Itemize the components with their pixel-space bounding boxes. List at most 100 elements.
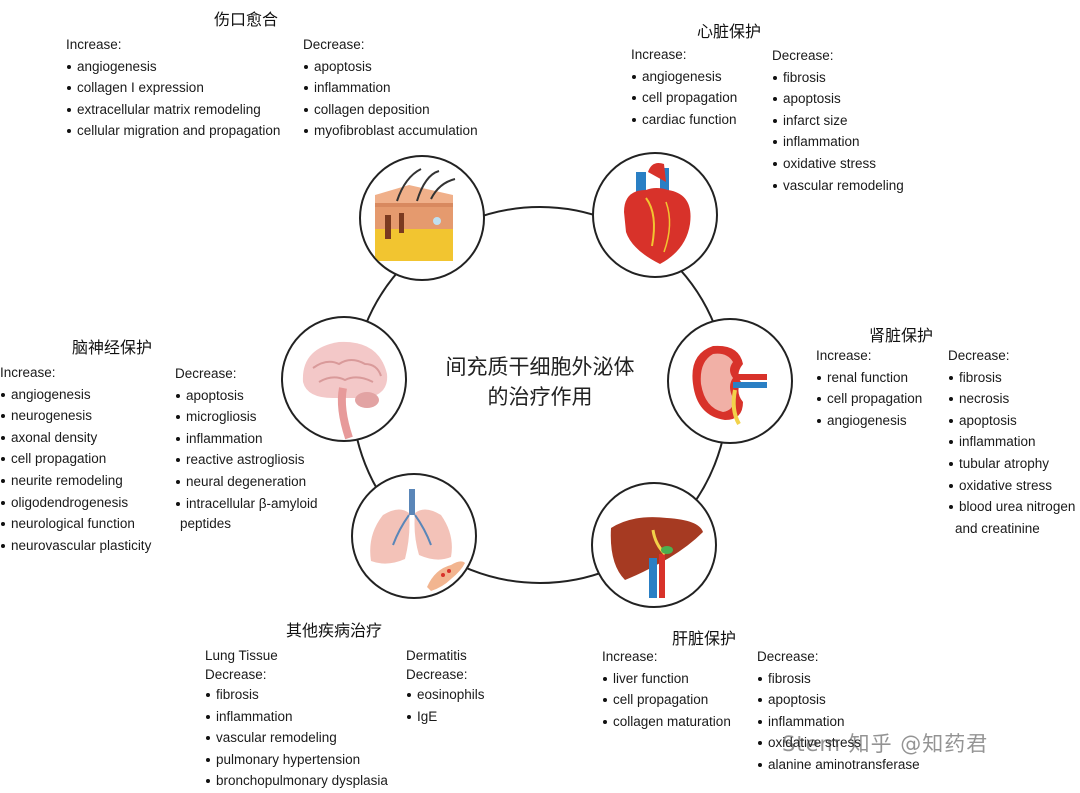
lung-decrease-label: Decrease: bbox=[205, 667, 267, 682]
heart-decrease-label: Decrease: bbox=[772, 48, 834, 63]
other-title: 其他疾病治疗 bbox=[286, 621, 383, 640]
kidney-increase-column: Increase: renal function cell propagatio… bbox=[816, 345, 922, 431]
liver-decrease-column: Decrease: fibrosis apoptosis inflammatio… bbox=[757, 646, 920, 776]
heart-decrease-item: apoptosis bbox=[772, 88, 904, 110]
liver-increase-column: Increase: liver function cell propagatio… bbox=[602, 646, 731, 732]
kidney-increase-item: renal function bbox=[816, 367, 922, 389]
heart-increase-item: cardiac function bbox=[631, 109, 737, 131]
brain-title: 脑神经保护 bbox=[72, 338, 153, 357]
lung-decrease-item: fibrosis bbox=[205, 684, 388, 706]
dermatitis-column: Dermatitis Decrease: eosinophils IgE bbox=[406, 646, 485, 727]
kidney-title: 肾脏保护 bbox=[869, 326, 934, 345]
kidney-increase-label: Increase: bbox=[816, 348, 872, 363]
liver-icon bbox=[591, 482, 717, 608]
brain-decrease-item: neural degeneration bbox=[175, 471, 318, 493]
lung-decrease-item: inflammation bbox=[205, 706, 388, 728]
heart-decrease-column: Decrease: fibrosis apoptosis infarct siz… bbox=[772, 45, 904, 196]
lungs-hand-icon bbox=[351, 473, 477, 599]
liver-decrease-label: Decrease: bbox=[757, 649, 819, 664]
brain-increase-item: angiogenesis bbox=[0, 384, 151, 406]
wound-increase-item: extracellular matrix remodeling bbox=[66, 99, 280, 121]
kidney-decrease-item: tubular atrophy bbox=[948, 453, 1075, 475]
lung-tissue-label: Lung Tissue bbox=[205, 648, 278, 663]
liver-decrease-item: oxidative stress bbox=[757, 732, 920, 754]
liver-decrease-item: inflammation bbox=[757, 711, 920, 733]
kidney-decrease-item: necrosis bbox=[948, 388, 1075, 410]
heart-increase-label: Increase: bbox=[631, 47, 687, 62]
heart-decrease-item: vascular remodeling bbox=[772, 175, 904, 197]
brain-icon bbox=[281, 316, 407, 442]
wound-increase-item: collagen I expression bbox=[66, 77, 280, 99]
brain-increase-item: axonal density bbox=[0, 427, 151, 449]
center-title: 间充质干细胞外泌体 的治疗作用 bbox=[390, 352, 690, 412]
brain-increase-item: oligodendrogenesis bbox=[0, 492, 151, 514]
brain-decrease-item: reactive astrogliosis bbox=[175, 449, 318, 471]
liver-increase-label: Increase: bbox=[602, 649, 658, 664]
wound-decrease-label: Decrease: bbox=[303, 37, 365, 52]
brain-increase-item: neurogenesis bbox=[0, 405, 151, 427]
heart-decrease-item: infarct size bbox=[772, 110, 904, 132]
kidney-decrease-item: fibrosis bbox=[948, 367, 1075, 389]
dermatitis-label: Dermatitis bbox=[406, 648, 467, 663]
heart-title: 心脏保护 bbox=[697, 22, 762, 41]
kidney-decrease-label: Decrease: bbox=[948, 348, 1010, 363]
liver-increase-item: collagen maturation bbox=[602, 711, 731, 733]
brain-decrease-item: intracellular β-amyloid bbox=[175, 493, 318, 515]
brain-decrease-item-continued: peptides bbox=[180, 516, 232, 532]
wound-decrease-item: apoptosis bbox=[303, 56, 478, 78]
liver-increase-item: cell propagation bbox=[602, 689, 731, 711]
center-title-line2: 的治疗作用 bbox=[487, 385, 593, 409]
wound-title: 伤口愈合 bbox=[214, 10, 279, 29]
lung-decrease-item: bronchopulmonary dysplasia bbox=[205, 770, 388, 792]
kidney-increase-item: cell propagation bbox=[816, 388, 922, 410]
kidney-decrease-item: inflammation bbox=[948, 431, 1075, 453]
dermatitis-decrease-item: eosinophils bbox=[406, 684, 485, 706]
wound-decrease-item: inflammation bbox=[303, 77, 478, 99]
heart-increase-item: cell propagation bbox=[631, 87, 737, 109]
liver-decrease-item: alanine aminotransferase bbox=[757, 754, 920, 776]
wound-increase-column: Increase: angiogenesis collagen I expres… bbox=[66, 34, 280, 142]
brain-increase-item: neurite remodeling bbox=[0, 470, 151, 492]
brain-decrease-item: inflammation bbox=[175, 428, 318, 450]
wound-increase-item: cellular migration and propagation bbox=[66, 120, 280, 142]
brain-decrease-label: Decrease: bbox=[175, 366, 237, 381]
brain-increase-column: Increase: angiogenesis neurogenesis axon… bbox=[0, 362, 151, 556]
lung-decrease-item: pulmonary hypertension bbox=[205, 749, 388, 771]
lung-column: Lung Tissue Decrease: fibrosis inflammat… bbox=[205, 646, 388, 792]
wound-decrease-item: collagen deposition bbox=[303, 99, 478, 121]
brain-decrease-item: microgliosis bbox=[175, 406, 318, 428]
dermatitis-decrease-label: Decrease: bbox=[406, 667, 468, 682]
wound-increase-label: Increase: bbox=[66, 37, 122, 52]
brain-increase-label: Increase: bbox=[0, 365, 56, 380]
liver-title: 肝脏保护 bbox=[672, 629, 737, 648]
wound-increase-item: angiogenesis bbox=[66, 56, 280, 78]
liver-increase-item: liver function bbox=[602, 668, 731, 690]
kidney-increase-item: angiogenesis bbox=[816, 410, 922, 432]
heart-increase-column: Increase: angiogenesis cell propagation … bbox=[631, 44, 737, 130]
center-title-line1: 间充质干细胞外泌体 bbox=[445, 355, 635, 379]
kidney-icon bbox=[667, 318, 793, 444]
brain-increase-item: cell propagation bbox=[0, 448, 151, 470]
lung-decrease-item: vascular remodeling bbox=[205, 727, 388, 749]
skin-icon bbox=[359, 155, 485, 281]
heart-increase-item: angiogenesis bbox=[631, 66, 737, 88]
brain-decrease-item: apoptosis bbox=[175, 385, 318, 407]
heart-decrease-item: fibrosis bbox=[772, 67, 904, 89]
dermatitis-decrease-item: IgE bbox=[406, 706, 485, 728]
kidney-decrease-item: apoptosis bbox=[948, 410, 1075, 432]
liver-decrease-item: apoptosis bbox=[757, 689, 920, 711]
wound-decrease-item: myofibroblast accumulation bbox=[303, 120, 478, 142]
brain-increase-item: neurovascular plasticity bbox=[0, 535, 151, 557]
kidney-decrease-item: oxidative stress bbox=[948, 475, 1075, 497]
wound-decrease-column: Decrease: apoptosis inflammation collage… bbox=[303, 34, 478, 142]
brain-increase-item: neurological function bbox=[0, 513, 151, 535]
kidney-decrease-column: Decrease: fibrosis necrosis apoptosis in… bbox=[948, 345, 1075, 539]
brain-decrease-column: Decrease: apoptosis microgliosis inflamm… bbox=[175, 363, 318, 533]
watermark: Stem 知乎 @知药君 bbox=[782, 732, 989, 756]
kidney-decrease-item-continued: and creatinine bbox=[955, 520, 1040, 536]
liver-decrease-item: fibrosis bbox=[757, 668, 920, 690]
heart-decrease-item: oxidative stress bbox=[772, 153, 904, 175]
heart-decrease-item: inflammation bbox=[772, 131, 904, 153]
heart-icon bbox=[592, 152, 718, 278]
